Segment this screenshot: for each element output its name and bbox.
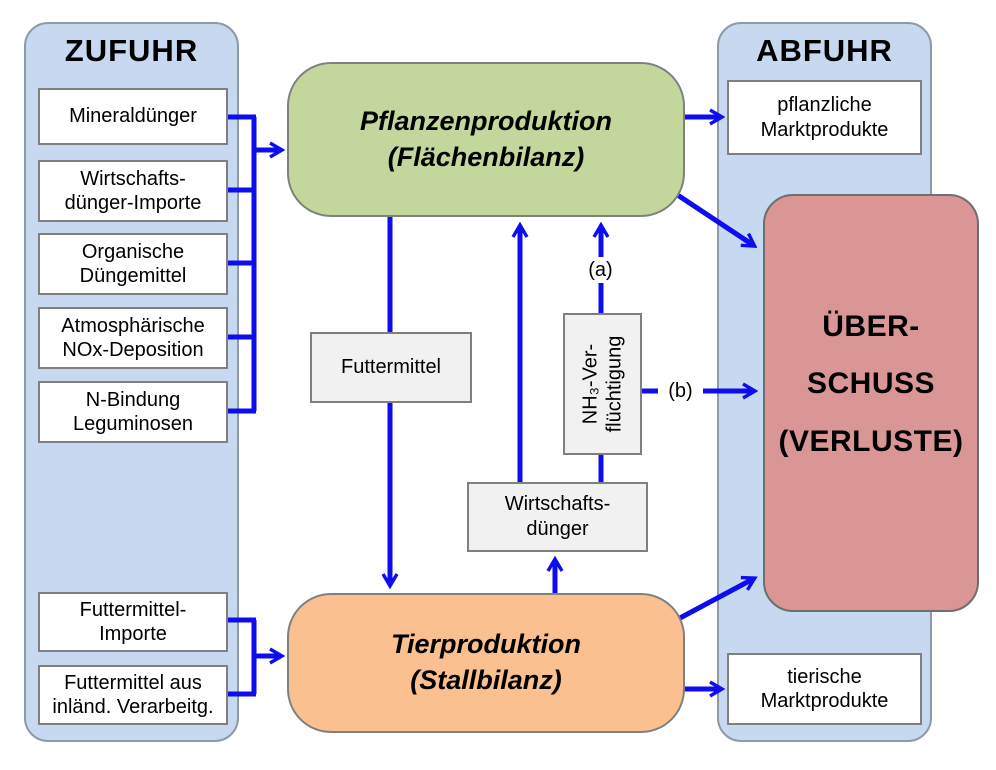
arrow-animal-to-surplus bbox=[678, 579, 753, 621]
input-item-n-fixation-legumes: N-Bindung Leguminosen bbox=[38, 381, 228, 443]
input-item-feed-domestic: Futtermittel aus inländ. Verarbeitg. bbox=[38, 665, 228, 725]
surplus-node: ÜBER- SCHUSS (VERLUSTE) bbox=[763, 194, 979, 612]
nh3-volatilization-label: NH₃-Ver- flüchtigung bbox=[579, 335, 626, 433]
plant-production-node: Pflanzenproduktion (Flächenbilanz) bbox=[287, 62, 685, 217]
flow-label-b: (b) bbox=[658, 378, 703, 404]
flow-label-a: (a) bbox=[581, 257, 620, 283]
input-item-mineral-fertilizer: Mineraldünger bbox=[38, 88, 228, 145]
animal-production-node: Tierproduktion (Stallbilanz) bbox=[287, 593, 685, 733]
output-item-plant-products: pflanzliche Marktprodukte bbox=[727, 80, 922, 155]
abfuhr-title: ABFUHR bbox=[756, 33, 893, 68]
output-item-animal-products: tierische Marktprodukte bbox=[727, 653, 922, 725]
input-item-nox-deposition: Atmosphärische NOx-Deposition bbox=[38, 307, 228, 369]
input-item-manure-imports: Wirtschafts- dünger-Importe bbox=[38, 160, 228, 222]
input-item-feed-imports: Futtermittel- Importe bbox=[38, 592, 228, 652]
zufuhr-title: ZUFUHR bbox=[64, 33, 199, 68]
manure-node: Wirtschafts- dünger bbox=[467, 482, 648, 552]
arrow-plant-to-surplus bbox=[668, 187, 753, 245]
zufuhr-panel: ZUFUHR Mineraldünger Wirtschafts- dünger… bbox=[24, 22, 239, 742]
feed-node: Futtermittel bbox=[310, 332, 472, 403]
nh3-volatilization-node: NH₃-Ver- flüchtigung bbox=[563, 313, 642, 455]
input-item-organic-fertilizer: Organische Düngemittel bbox=[38, 233, 228, 295]
